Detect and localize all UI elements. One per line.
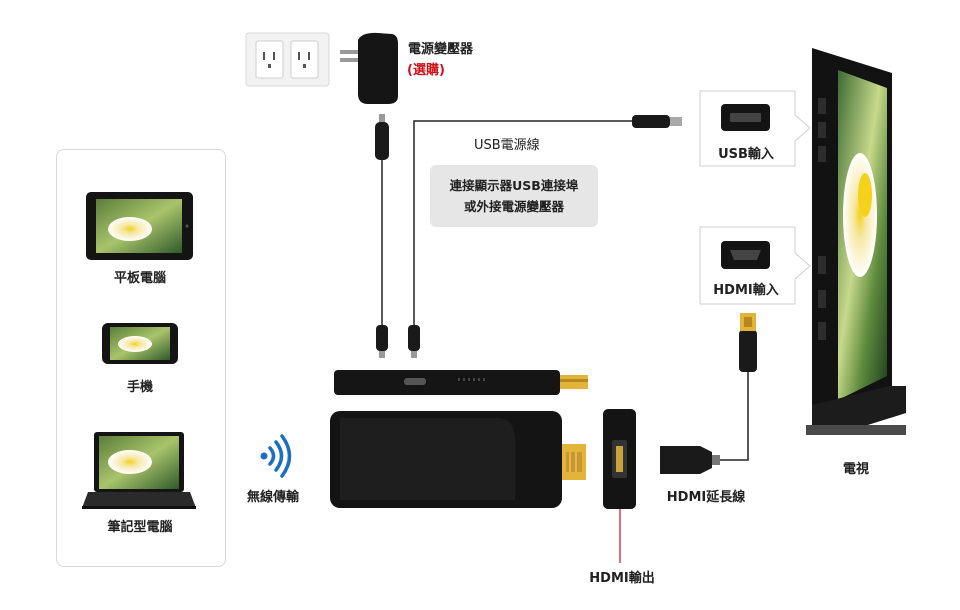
tablet-label: 平板電腦 — [113, 271, 167, 286]
hdmi-output-label: HDMI輸出 — [589, 571, 655, 586]
wifi-signal-icon — [260, 434, 292, 478]
adapter-optional-label: (選購) — [407, 63, 445, 78]
note-line-2: 或外接電源變壓器 — [463, 199, 564, 214]
dongle-front-view — [330, 411, 586, 508]
dongle-side-view — [334, 370, 588, 395]
usb-power-note: 連接顯示器USB連接埠 或外接電源變壓器 — [430, 165, 598, 227]
power-adapter — [340, 32, 398, 105]
wall-socket — [245, 32, 330, 87]
laptop-label: 筆記型電腦 — [107, 520, 173, 535]
adapter-label: 電源變壓器 — [408, 42, 474, 57]
usb-input-callout — [699, 90, 811, 167]
hdmi-output-port — [603, 409, 636, 563]
adapter-cable — [375, 114, 389, 358]
wireless-label: 無線傳輸 — [246, 490, 300, 505]
usb-power-cable — [408, 115, 682, 358]
tablet-icon — [86, 192, 193, 260]
usb-input-label: USB輸入 — [718, 147, 774, 162]
hdmi-extension-label: HDMI延長線 — [666, 490, 746, 505]
phone-icon — [102, 323, 178, 364]
hdmi-extension-cable — [660, 313, 757, 474]
usb-cable-label: USB電源線 — [474, 138, 540, 153]
note-line-1: 連接顯示器USB連接埠 — [449, 178, 579, 193]
hdmi-input-callout — [699, 226, 811, 305]
phone-label: 手機 — [126, 380, 154, 395]
tv-label: 電視 — [842, 462, 870, 477]
tv-monitor — [806, 48, 906, 435]
laptop-icon — [82, 432, 196, 509]
hdmi-input-label: HDMI輸入 — [713, 283, 779, 298]
